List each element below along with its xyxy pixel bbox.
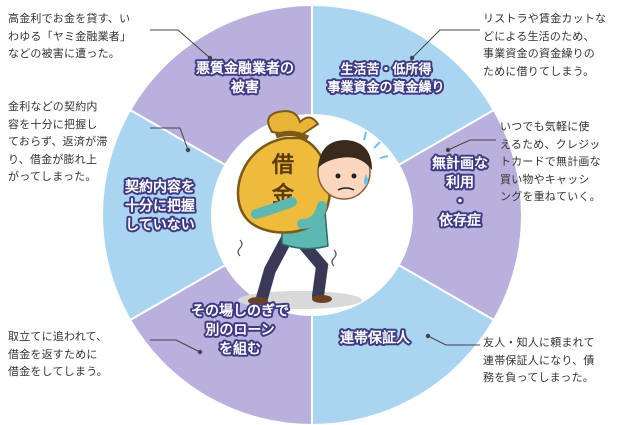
leader-line xyxy=(411,29,480,59)
person-leg-left xyxy=(256,234,292,304)
note-loan-shark-victim: 高金利でお金を貸す、い わゆる「ヤミ金融業者」 などの被害に遭った。 xyxy=(8,12,132,60)
shoe-right xyxy=(312,295,332,303)
bag-tie xyxy=(275,130,310,141)
seg-top-left-label-outline: 悪質金融業者の被害 xyxy=(196,60,294,96)
person-hair xyxy=(318,140,372,170)
seg-bottom-left-label: その場しのぎで別のローンを組む xyxy=(191,303,289,358)
seg-top-right-label-outline: 生活苦・低所得事業資金の資金繰り xyxy=(327,61,444,95)
seg-left-label: 契約内容を十分に把握していない xyxy=(124,179,195,234)
wheel-segments xyxy=(101,3,523,425)
ground-shadow xyxy=(238,291,362,309)
leader-line xyxy=(150,339,201,353)
leader-dot xyxy=(197,349,203,355)
leader-line xyxy=(150,127,189,151)
leader-dot xyxy=(185,147,191,153)
sweat-drop-icon xyxy=(364,174,368,186)
seg-right-label: 無計画な利用・依存症 xyxy=(432,155,488,229)
leader-line xyxy=(150,29,211,59)
leader-lines xyxy=(150,29,496,355)
person-mouth xyxy=(337,187,355,191)
leader-line xyxy=(427,335,480,346)
eye-right xyxy=(351,173,357,179)
seg-bottom-left-label-outline: その場しのぎで別のローンを組む xyxy=(191,303,289,358)
leader-dot xyxy=(425,333,431,339)
segment-labels: 悪質金融業者の被害悪質金融業者の被害生活苦・低所得事業資金の資金繰り生活苦・低所… xyxy=(122,58,490,359)
seg-left-label-outline: 契約内容を十分に把握していない xyxy=(124,179,195,234)
leader-dot xyxy=(409,55,415,61)
note-joint-guarantor: 友人・知人に頼まれて 連帯保証人になり、債 務を負ってしまった。 xyxy=(483,336,595,384)
shoe-left xyxy=(248,297,268,305)
seg-bottom-right-label: 連帯保証人 xyxy=(340,330,411,347)
person-arm-left xyxy=(251,197,297,219)
leader-line xyxy=(447,139,496,151)
seg-top-right-label: 生活苦・低所得事業資金の資金繰り xyxy=(327,61,444,95)
note-refinancing-loop: 取立てに追われて、 借金を返すために 借金をしてしまう。 xyxy=(8,330,108,378)
eye-left xyxy=(335,173,341,179)
shake-marks-icon xyxy=(237,239,337,267)
person-arm-right xyxy=(297,201,327,229)
note-low-income: リストラや賃金カットな どによる生活のため、 事業資金の資金繰りの ために借りて… xyxy=(483,12,607,78)
leader-dot xyxy=(445,147,451,153)
center-illustration: 借金 xyxy=(212,110,412,315)
stress-lines-icon xyxy=(363,131,389,159)
leader-dot xyxy=(207,55,213,61)
seg-bottom-right-label-outline: 連帯保証人 xyxy=(340,330,411,347)
note-contract-unclear: 金利などの契約内 容を十分に把握し ておらず、返済が滞 り、借金が膨れ上 がって… xyxy=(8,100,108,183)
bag-top xyxy=(267,110,320,138)
note-unplanned-use: いつでも気軽に使 えるため、クレジッ トカードで無計画な 買い物やキャッシ ング… xyxy=(500,120,601,203)
seg-right-label-outline: 無計画な利用・依存症 xyxy=(432,155,488,229)
seg-top-left-label: 悪質金融業者の被害 xyxy=(196,60,294,96)
